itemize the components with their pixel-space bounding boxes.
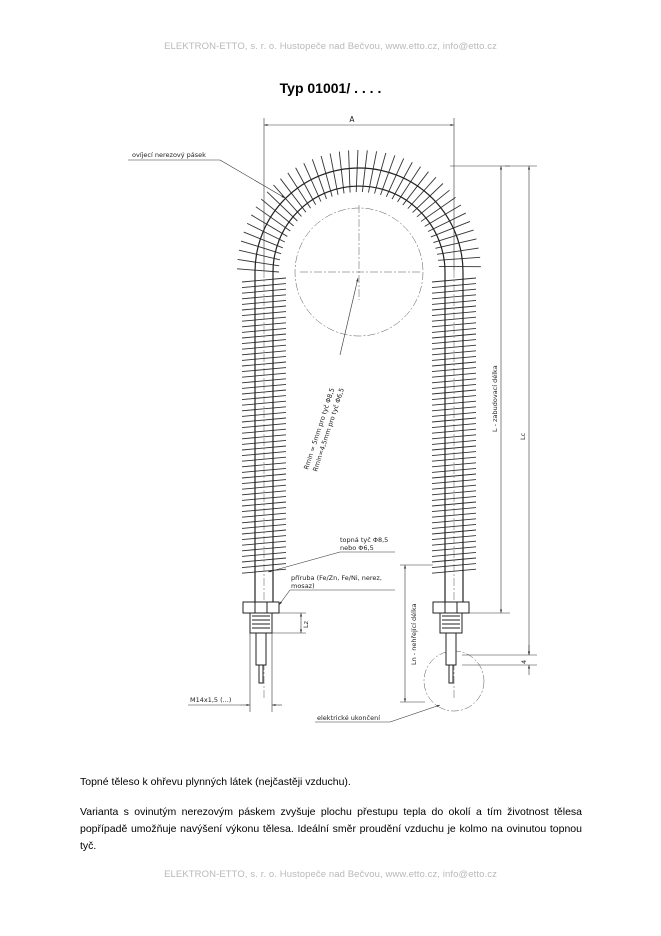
page-title: Typ 01001/ . . . . xyxy=(279,80,382,96)
ribbon-fin xyxy=(295,167,317,205)
technical-drawing: A ovíjecí nerezový pásek Rmin = 5mm pro … xyxy=(128,115,537,723)
ribbon-fin xyxy=(243,231,283,249)
ribbon-fin xyxy=(260,198,294,227)
ribbon-fin xyxy=(241,518,287,524)
left-flange xyxy=(242,601,280,684)
ribbon-fin xyxy=(355,149,359,193)
dimension-a xyxy=(263,118,455,270)
ribbon-fin xyxy=(385,158,405,198)
dim-a-label: A xyxy=(349,115,355,124)
page-footer: ELEKTRON-ETTO, s. r. o. Hustopeče nad Be… xyxy=(164,869,497,880)
ribbon-fin xyxy=(250,214,288,237)
ribbon-fin xyxy=(237,259,280,267)
ribbon-fin xyxy=(391,162,413,200)
ribbon-fin xyxy=(240,240,282,255)
ribbon-fin xyxy=(241,462,287,468)
ribbon-fin xyxy=(241,322,287,328)
ribbon-fin xyxy=(241,546,287,552)
ribbon-fin xyxy=(402,171,429,206)
terminal-label: elektrické ukončení xyxy=(317,714,380,722)
ribbon-fin xyxy=(431,462,477,468)
page-header: ELEKTRON-ETTO, s. r. o. Hustopeče nad Be… xyxy=(164,41,497,52)
ribbon-fin xyxy=(241,434,287,440)
lc-label: Lc xyxy=(519,432,527,440)
l-label: L - zabudovací délka xyxy=(491,365,499,432)
ribbon-fin xyxy=(430,220,471,238)
ribbon-fin xyxy=(431,378,477,384)
ribbon-fin xyxy=(431,434,477,440)
ribbon-fin xyxy=(241,294,287,300)
ribbon-fin xyxy=(338,151,345,194)
ribbon-fin xyxy=(431,490,477,496)
ribbon-fin xyxy=(397,166,421,203)
ribbon-fin xyxy=(431,322,477,328)
flange-label-2: mosaz) xyxy=(291,582,315,590)
ribbon-fin xyxy=(431,406,477,412)
lz-label: Lz xyxy=(302,620,310,628)
ribbon-fin xyxy=(287,172,312,209)
ribbon-fin xyxy=(433,229,474,243)
ribbon-fin xyxy=(241,490,287,496)
center-lines xyxy=(263,205,485,712)
ribbon-fin xyxy=(273,184,302,217)
ribbon-fin xyxy=(255,206,291,232)
ribbon-fin xyxy=(348,150,351,193)
ribbon-fin xyxy=(368,151,378,193)
ribbon-fin xyxy=(280,178,307,213)
ribbon-fin xyxy=(431,518,477,524)
ribbon-fin xyxy=(431,294,477,300)
ribbon-fin xyxy=(361,150,368,193)
ribbon-fin xyxy=(427,212,467,232)
ribbon-fin xyxy=(374,152,387,194)
ribbon-fin xyxy=(438,256,481,261)
ribbon-fin xyxy=(431,350,477,356)
ln-label: Ln - nehřející délka xyxy=(410,603,418,665)
ribbon-fin xyxy=(237,268,280,273)
ribbon-fin xyxy=(436,247,479,255)
flange-label-1: příruba (Fe/Zn, Fe/Ni, nerez, xyxy=(291,574,382,582)
ribbon-fin xyxy=(241,350,287,356)
right-flange xyxy=(432,601,470,684)
paragraph-intro: Topné těleso k ohřevu plynných látek (ne… xyxy=(80,776,351,788)
ribbon-fin xyxy=(412,183,444,213)
ribbon-fin xyxy=(241,378,287,384)
ribbon-fin xyxy=(380,155,396,196)
ribbon-fin xyxy=(420,197,456,222)
four-label: 4 xyxy=(520,660,528,664)
ribbon-fin xyxy=(303,163,322,202)
paragraph-description: Varianta s ovinutým nerezovým páskem zvy… xyxy=(80,806,582,852)
ribbon-fin xyxy=(320,155,333,197)
ribbon-fin xyxy=(241,406,287,412)
ribbon-fin xyxy=(431,546,477,552)
ribbon-label: ovíjecí nerezový pásek xyxy=(132,151,206,159)
ribbon-fin xyxy=(238,249,281,261)
thread-label: M14x1,5 (...) xyxy=(190,696,231,704)
ribbon-fin xyxy=(246,222,286,243)
rod-label-2: nebo Φ6,5 xyxy=(340,544,374,552)
ribbon-fin xyxy=(329,153,339,195)
ribbon-fin xyxy=(416,189,450,218)
ribbon-fin xyxy=(435,238,477,249)
ribbon-fin xyxy=(311,159,327,200)
ribbon-fin xyxy=(266,191,298,222)
ribbon-fin xyxy=(424,204,462,227)
ribbon-fin xyxy=(407,177,437,209)
rod-label-1: topná tyč Φ8,5 xyxy=(340,536,388,544)
